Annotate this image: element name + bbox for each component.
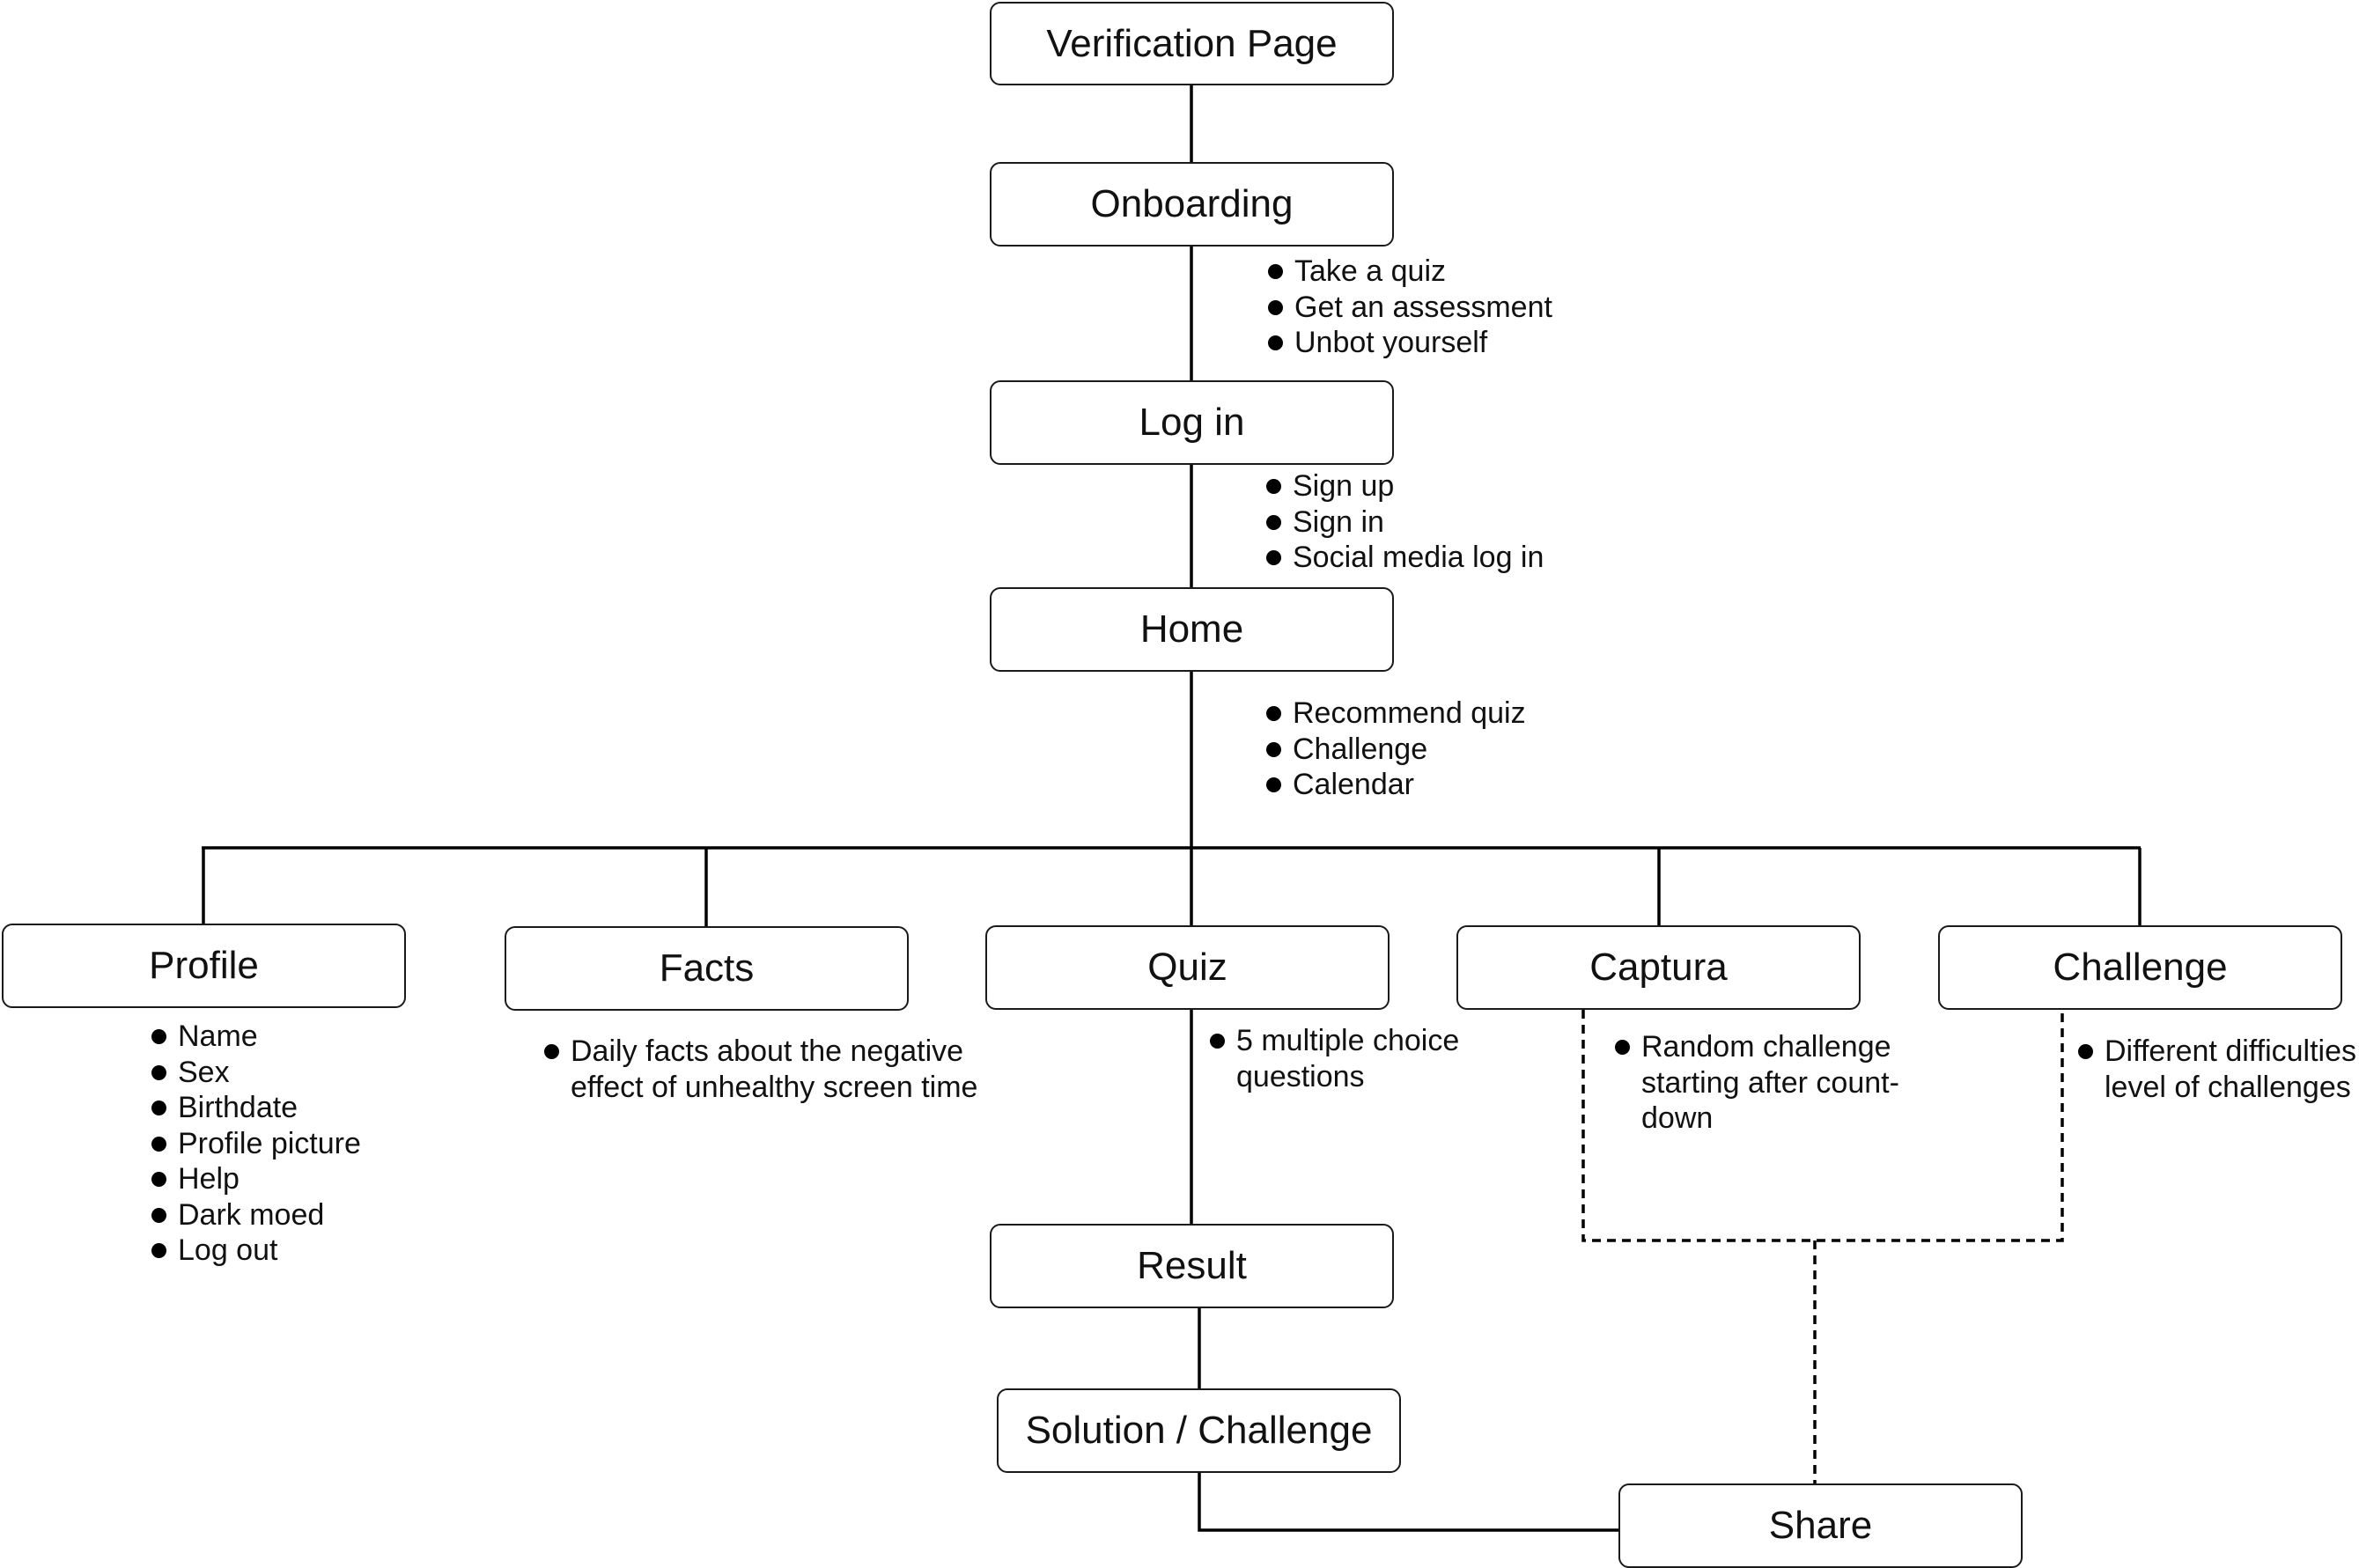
node-result: Result [990,1224,1394,1308]
node-home: Home [990,587,1394,672]
node-profile: Profile [2,924,406,1008]
quiz-notes: 5 multiple choice questions [1210,1023,1459,1094]
home-notes: Recommend quiz Challenge Calendar [1266,696,1526,803]
node-quiz: Quiz [985,925,1390,1010]
list-item: Unbot yourself [1268,325,1552,361]
list-item: Name [151,1019,361,1055]
list-item: Random challenge starting after count- d… [1615,1029,1899,1137]
node-facts: Facts [505,926,909,1011]
list-item: Sign up [1266,468,1544,504]
list-item: Dark moed [151,1197,361,1233]
list-item: Log out [151,1233,361,1269]
node-solution-challenge: Solution / Challenge [997,1388,1401,1473]
profile-notes: Name Sex Birthdate Profile picture Help … [151,1019,361,1269]
list-item: Different difficulties level of challeng… [2078,1034,2356,1105]
list-item: Recommend quiz [1266,696,1526,732]
onboarding-notes: Take a quiz Get an assessment Unbot your… [1268,254,1552,361]
list-item: Calendar [1266,767,1526,803]
list-item: Challenge [1266,732,1526,768]
list-item: Take a quiz [1268,254,1552,290]
list-item: Help [151,1161,361,1197]
node-challenge: Challenge [1938,925,2342,1010]
node-share: Share [1618,1483,2023,1568]
node-captura: Captura [1456,925,1861,1010]
node-onboarding: Onboarding [990,162,1394,247]
challenge-notes: Different difficulties level of challeng… [2078,1034,2356,1105]
node-verification-page: Verification Page [990,2,1394,85]
list-item: Profile picture [151,1126,361,1162]
list-item: 5 multiple choice questions [1210,1023,1459,1094]
dashed-connector-captura-challenge [1581,1010,2064,1242]
list-item: Sign in [1266,504,1544,541]
list-item: Social media log in [1266,540,1544,576]
list-item: Birthdate [151,1090,361,1126]
list-item: Get an assessment [1268,290,1552,326]
login-notes: Sign up Sign in Social media log in [1266,468,1544,576]
node-log-in: Log in [990,380,1394,465]
list-item: Daily facts about the negative effect of… [544,1034,977,1105]
list-item: Sex [151,1055,361,1091]
captura-notes: Random challenge starting after count- d… [1615,1029,1899,1137]
connector-solution-share [1198,1473,1618,1532]
facts-notes: Daily facts about the negative effect of… [544,1034,977,1105]
